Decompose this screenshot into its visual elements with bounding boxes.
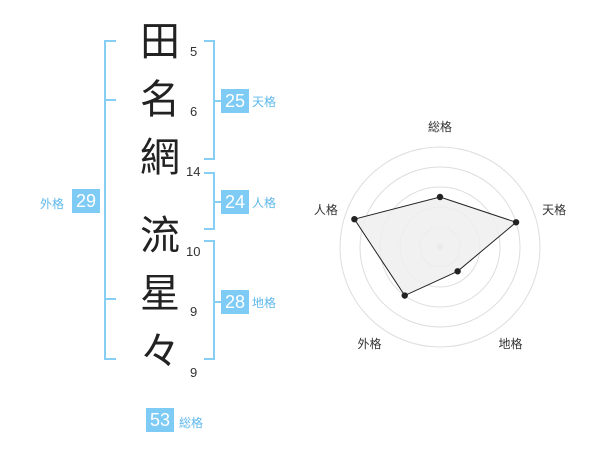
- radar-polygon: [353, 196, 518, 297]
- stroke-count-6: 9: [190, 365, 198, 380]
- chikaku-bracket-spine: [213, 240, 215, 360]
- jinkaku-connector: [213, 201, 221, 203]
- name-char-2: 名: [140, 77, 180, 123]
- chikaku-label: 地格: [252, 296, 277, 310]
- radar-ring: [359, 166, 521, 328]
- gaikaku-value-badge: 29: [72, 189, 100, 213]
- jinkaku-bracket-tick: [204, 228, 215, 230]
- name-char-4: 流: [140, 213, 180, 259]
- name-char-3: 網: [140, 135, 180, 181]
- stroke-count-3: 14: [186, 164, 201, 179]
- soukaku-value-badge: 53: [146, 408, 174, 432]
- chikaku-bracket-tick: [204, 240, 215, 242]
- tenkaku-bracket-tick: [204, 158, 215, 160]
- radar-axis-label-4: 外格: [357, 336, 381, 351]
- radar-point-1: [436, 193, 444, 201]
- stroke-count-2: 6: [190, 104, 198, 119]
- name-char-6: 々: [140, 329, 180, 375]
- jinkaku-value-badge: 24: [221, 190, 249, 214]
- gaikaku-bracket-tick: [104, 40, 116, 42]
- stroke-count-1: 5: [190, 44, 198, 59]
- radar-axis-label-1: 総格: [428, 119, 452, 134]
- radar-ring: [339, 146, 541, 348]
- tenkaku-label: 天格: [252, 95, 277, 109]
- name-char-5: 星: [140, 271, 180, 317]
- chikaku-value-badge: 28: [221, 290, 249, 314]
- gaikaku-bracket-tick: [104, 298, 116, 300]
- radar-point-4: [401, 292, 408, 299]
- tenkaku-connector: [213, 100, 221, 102]
- radar-point-5: [351, 215, 358, 223]
- tenkaku-bracket-tick: [204, 40, 215, 42]
- radar-axis-label-2: 天格: [542, 202, 566, 217]
- radar-point-3: [454, 268, 461, 275]
- jinkaku-bracket-tick: [204, 172, 215, 174]
- name-char-1: 田: [140, 19, 180, 65]
- soukaku-label: 総格: [179, 416, 204, 430]
- jinkaku-label: 人格: [252, 196, 277, 210]
- radar-axis-label-3: 地格: [499, 336, 523, 351]
- gaikaku-bracket-tick: [104, 358, 116, 360]
- chikaku-bracket-tick: [204, 358, 215, 360]
- radar-axis-label-5: 人格: [314, 202, 338, 217]
- stroke-count-4: 10: [186, 244, 201, 259]
- tenkaku-value-badge: 25: [221, 89, 249, 113]
- gaikaku-bracket-tick: [104, 99, 116, 101]
- chikaku-connector: [213, 301, 221, 303]
- gaikaku-label: 外格: [40, 197, 65, 211]
- radar-point-2: [512, 219, 520, 226]
- stroke-count-5: 9: [190, 304, 198, 319]
- gaikaku-bracket-spine: [104, 40, 106, 360]
